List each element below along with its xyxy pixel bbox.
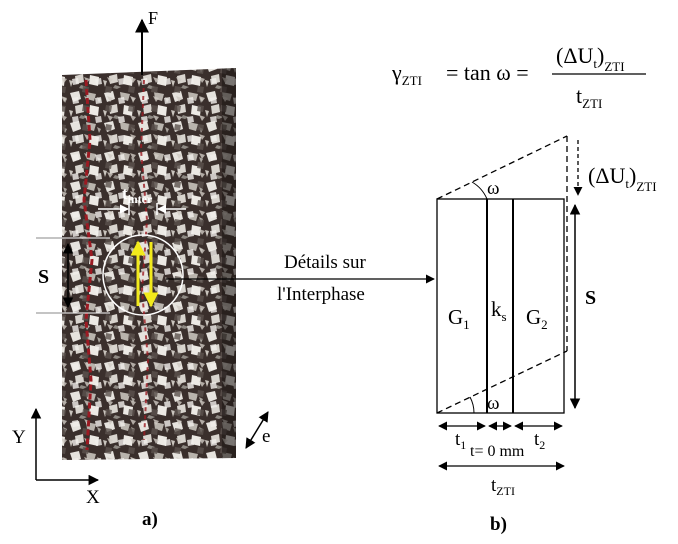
photo-s-label: S [38,266,49,288]
specimen-photo: F tinter S e Y X a) [12,8,270,530]
shear-strain-formula: γZTI = tan ω = (ΔUt)ZTI tZTI [391,43,646,111]
thickness-label: e [262,426,270,447]
formula-numerator: (ΔUt)ZTI [556,43,625,74]
t1-label: t1 [455,429,466,452]
formula-equals-tan: = tan ω = [446,60,529,85]
omega-label-top: ω [487,178,500,199]
deformed-diagonal [436,350,568,414]
omega-arc-bottom [469,396,475,414]
du-label: (ΔUt)ZTI [588,163,657,194]
t-inter-label: tinter [122,184,153,206]
interphase-schematic: ω ω (ΔUt)ZTI S G1 ks G2 t1 t= 0 mm t2 [436,135,657,535]
t2-label: t2 [534,429,545,452]
omega-label-bottom: ω [487,393,500,414]
g2-label: G2 [526,305,548,332]
schematic-outline [436,198,565,414]
interphase-red-line-2 [139,79,150,441]
interphase-red-line [82,79,94,451]
panel-b-label: b) [490,514,507,535]
schematic-s-label: S [585,287,596,309]
formula-denominator: tZTI [576,83,602,111]
y-axis-label: Y [12,427,26,448]
callout-line-1: Détails sur [284,252,366,273]
t0-label: t= 0 mm [470,443,525,460]
ks-label: ks [491,297,507,324]
omega-arc-top [471,181,488,200]
panel-a-label: a) [142,509,158,530]
thickness-arrow [245,411,269,449]
deformed-top-edge [436,135,568,200]
tzti-label: tZTI [491,475,515,498]
callout-line-2: l'Interphase [277,284,365,305]
detail-circle [102,234,184,316]
specimen-side-face [222,68,236,460]
force-label: F [148,8,158,28]
formula-gamma: γZTI [391,60,422,88]
g1-label: G1 [448,305,470,332]
x-axis-label: X [86,487,100,508]
